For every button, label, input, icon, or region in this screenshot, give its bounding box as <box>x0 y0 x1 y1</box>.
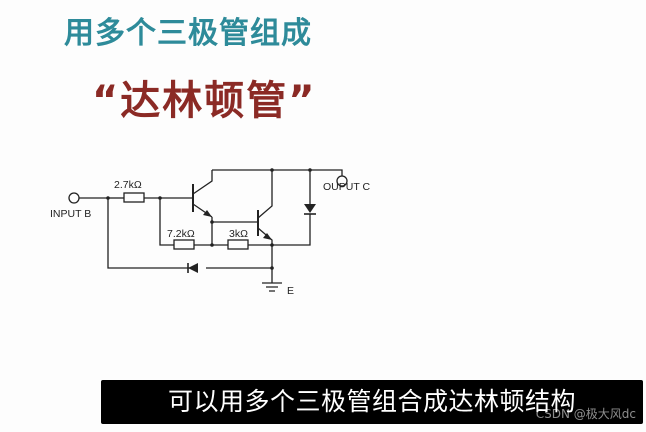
resistor-r2 <box>173 239 195 250</box>
resistor-r2-label: 7.2kΩ <box>167 228 195 240</box>
ground-symbol <box>262 282 282 292</box>
ground-label: E <box>287 285 294 297</box>
resistor-r1-label: 2.7kΩ <box>114 179 142 191</box>
caption-bar: 可以用多个三极管组合成达林顿结构 <box>101 380 643 424</box>
input-terminal <box>68 192 80 204</box>
slide-subtitle: “达林顿管” <box>92 78 317 124</box>
collector-bus <box>212 169 343 176</box>
output-label: OUPUT C <box>323 181 370 193</box>
resistor-r1 <box>123 192 145 203</box>
transistor-q1-collector <box>192 170 213 195</box>
resistor-r3 <box>227 239 249 250</box>
transistor-q2-collector <box>257 170 273 219</box>
output-terminal <box>336 175 348 187</box>
input-wire <box>79 197 198 269</box>
watermark: CSDN @极大风dc <box>535 407 636 421</box>
caption-text: 可以用多个三极管组合成达林顿结构 <box>167 387 576 416</box>
resistor-r3-label: 3kΩ <box>229 228 248 240</box>
protection-diode-triangle <box>304 204 316 213</box>
diode-triangle <box>188 263 198 273</box>
transistor-q2-emitter <box>257 227 273 268</box>
slide-heading: 用多个三极管组成 <box>64 16 312 51</box>
input-label: INPUT B <box>50 208 91 220</box>
